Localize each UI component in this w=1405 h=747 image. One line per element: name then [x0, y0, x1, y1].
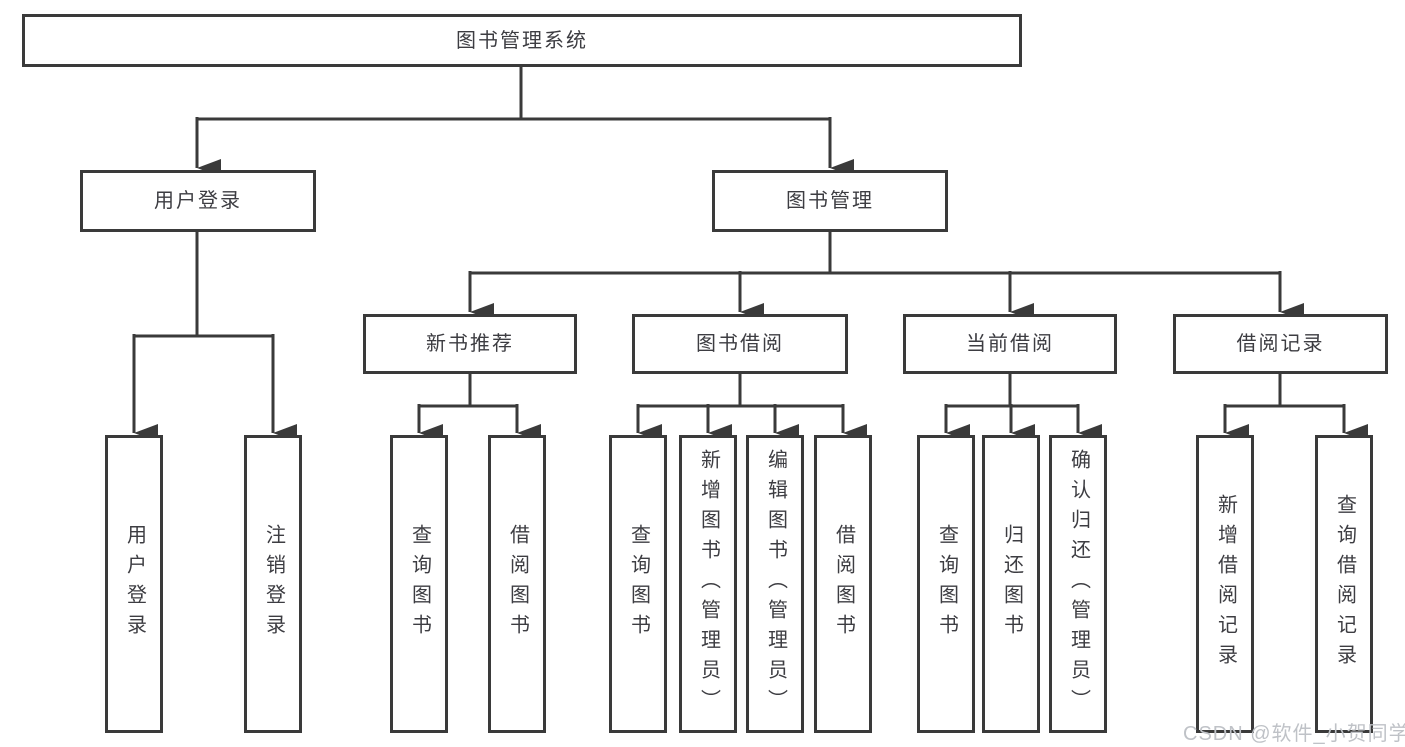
node-book-borrow: 图书借阅: [632, 314, 848, 374]
leaf-newbooks-query: 查询图书: [390, 435, 448, 733]
node-current-borrow-label: 当前借阅: [966, 333, 1054, 355]
leaf-borrow-edit-admin-label: 编辑图书（管理员）: [764, 449, 787, 719]
leaf-records-query-label: 查询借阅记录: [1333, 494, 1356, 674]
leaf-current-return-label: 归还图书: [1000, 524, 1023, 644]
leaf-borrow-query: 查询图书: [609, 435, 667, 733]
node-book-mgmt-label: 图书管理: [786, 190, 874, 212]
connector-bookmgmt-to-level3: [468, 232, 1304, 321]
leaf-records-query: 查询借阅记录: [1315, 435, 1373, 733]
leaf-borrow-edit-admin: 编辑图书（管理员）: [746, 435, 804, 733]
leaf-logout-label: 注销登录: [262, 524, 285, 644]
node-book-borrow-label: 图书借阅: [696, 333, 784, 355]
node-borrow-records-label: 借阅记录: [1236, 333, 1325, 355]
leaf-newbooks-borrow-label: 借阅图书: [506, 524, 529, 644]
leaf-user-login-label: 用户登录: [123, 524, 146, 644]
leaf-newbooks-query-label: 查询图书: [408, 524, 431, 644]
leaf-borrow-book: 借阅图书: [814, 435, 872, 733]
node-borrow-records: 借阅记录: [1173, 314, 1388, 374]
connector-borrowrecords-to-leaves: [1223, 374, 1368, 442]
leaf-current-query: 查询图书: [917, 435, 975, 733]
leaf-current-query-label: 查询图书: [935, 524, 958, 644]
leaf-current-return: 归还图书: [982, 435, 1040, 733]
connector-root-to-level2: [195, 67, 854, 177]
leaf-records-add: 新增借阅记录: [1196, 435, 1254, 733]
node-new-books-label: 新书推荐: [426, 333, 514, 355]
leaf-current-confirm-admin: 确认归还（管理员）: [1049, 435, 1107, 733]
leaf-user-login: 用户登录: [105, 435, 163, 733]
leaf-borrow-add-admin: 新增图书（管理员）: [679, 435, 737, 733]
connector-newbooks-to-leaves: [417, 374, 541, 442]
connector-userlogin-to-leaves: [132, 232, 297, 442]
leaf-current-confirm-admin-label: 确认归还（管理员）: [1067, 449, 1090, 719]
node-user-login: 用户登录: [80, 170, 316, 232]
node-root-label: 图书管理系统: [456, 29, 588, 52]
leaf-newbooks-borrow: 借阅图书: [488, 435, 546, 733]
connector-bookborrow-to-leaves: [636, 374, 867, 442]
node-user-login-label: 用户登录: [154, 190, 242, 212]
leaf-borrow-add-admin-label: 新增图书（管理员）: [697, 449, 720, 719]
leaf-borrow-query-label: 查询图书: [627, 524, 650, 644]
node-new-books: 新书推荐: [363, 314, 577, 374]
node-root: 图书管理系统: [22, 14, 1022, 67]
leaf-logout: 注销登录: [244, 435, 302, 733]
csdn-watermark: CSDN @软件_小贺同学: [1183, 723, 1405, 745]
leaf-records-add-label: 新增借阅记录: [1214, 494, 1237, 674]
leaf-borrow-book-label: 借阅图书: [832, 524, 855, 644]
node-current-borrow: 当前借阅: [903, 314, 1117, 374]
node-book-mgmt: 图书管理: [712, 170, 948, 232]
connector-currentborrow-to-leaves: [944, 374, 1102, 442]
